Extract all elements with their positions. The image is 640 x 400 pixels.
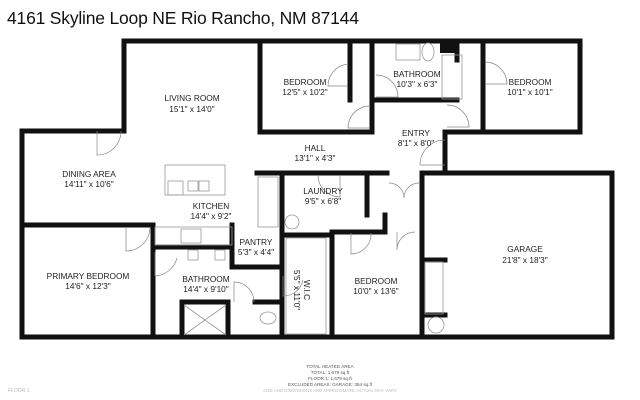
room-bedroom-2: BEDROOM 10'1" x 10'1" [507, 77, 553, 97]
shower-icon [183, 304, 227, 336]
room-size: 9'5" x 6'8" [305, 196, 341, 206]
room-size: 21'8" x 18'3" [502, 255, 548, 265]
room-size: 14'6" x 12'3" [65, 281, 111, 291]
property-address-title: 4161 Skyline Loop NE Rio Rancho, NM 8714… [7, 8, 359, 28]
room-name: PANTRY [240, 237, 273, 247]
fixtures [154, 41, 463, 336]
room-name: KITCHEN [193, 201, 229, 211]
summary-heading: TOTAL HEATED AREA [306, 364, 354, 369]
dishwasher [167, 180, 184, 196]
room-name: W.I.C [302, 280, 312, 300]
room-name: BEDROOM [355, 276, 398, 286]
room-name: LAUNDRY [303, 186, 343, 196]
washer-icon [284, 214, 300, 230]
sink-icon [187, 180, 199, 192]
room-name: BEDROOM [284, 77, 327, 87]
stove-icon [180, 228, 202, 244]
floor-label: FLOOR 1 [8, 388, 30, 394]
room-size: 10'3" x 6'3" [397, 79, 438, 89]
disclaimer: SIZE AND DIMENSIONS ARE APPROXIMATE, ACT… [263, 388, 397, 393]
room-size: 15'1" x 14'0" [169, 104, 215, 114]
vanity-sink-icon [187, 249, 199, 261]
room-size: 13'1" x 4'3" [295, 153, 336, 163]
summary-excluded: EXCLUDED AREAS: GARAGE: 394 sq.ft [288, 382, 373, 387]
room-size: 14'4" x 9'2" [191, 211, 232, 221]
room-size: 14'11" x 10'6" [64, 179, 114, 189]
room-name: GARAGE [507, 244, 543, 254]
room-size: 8'1" x 8'0" [398, 138, 434, 148]
room-name: DINING AREA [62, 169, 116, 179]
room-name: BATHROOM [393, 69, 440, 79]
room-size: 5'5" x 11'0" [292, 270, 302, 310]
room-size: 10'0" x 13'6" [353, 286, 399, 296]
garage-shelf [424, 261, 444, 315]
room-primary-bedroom: PRIMARY BEDROOM 14'6" x 12'3" [47, 271, 130, 291]
closet-shelf [285, 237, 327, 335]
room-living-room: LIVING ROOM 15'1" x 14'0" [164, 93, 219, 114]
room-garage: GARAGE 21'8" x 18'3" [502, 244, 548, 265]
room-size: 12'5" x 10'2" [282, 87, 328, 97]
room-kitchen: KITCHEN 14'4" x 9'2" [191, 201, 232, 221]
doors [96, 61, 508, 303]
room-name: PRIMARY BEDROOM [47, 271, 130, 281]
kitchen-island [164, 164, 226, 196]
toilet-icon [259, 311, 277, 325]
room-name: HALL [305, 143, 326, 153]
bathtub-icon [441, 54, 463, 100]
summary-floor1: FLOOR 1: 1,679 sq.ft [308, 376, 352, 381]
bath-toilet-icon [421, 42, 435, 62]
kitchen-counter [154, 226, 233, 246]
summary-total: TOTAL: 1,679 sq.ft [311, 370, 350, 375]
room-dining-area: DINING AREA 14'11" x 10'6" [62, 169, 116, 189]
room-name: LIVING ROOM [164, 93, 219, 103]
laundry-counter [257, 176, 279, 228]
room-hall: HALL 13'1" x 4'3" [295, 143, 336, 163]
room-name: ENTRY [402, 128, 430, 138]
room-size: 5'3" x 4'4" [238, 247, 274, 257]
room-name: BATHROOM [182, 274, 229, 284]
area-summary: TOTAL HEATED AREA TOTAL: 1,679 sq.ft FLO… [263, 364, 397, 393]
room-bedroom-3: BEDROOM 10'0" x 13'6" [353, 276, 399, 296]
room-wic: W.I.C 5'5" x 11'0" [292, 270, 312, 310]
room-bathroom-2: BATHROOM 14'4" x 9'10" [182, 274, 229, 294]
room-entry: ENTRY 8'1" x 8'0" [398, 128, 434, 148]
walls [19, 38, 615, 340]
room-laundry: LAUNDRY 9'5" x 6'8" [303, 186, 343, 206]
room-size: 10'1" x 10'1" [507, 87, 553, 97]
room-pantry: PANTRY 5'3" x 4'4" [238, 237, 274, 257]
room-bathroom-1: BATHROOM 10'3" x 6'3" [393, 69, 440, 89]
water-heater-icon [427, 316, 445, 334]
bath-sink-icon [395, 43, 421, 61]
room-bedroom-1: BEDROOM 12'5" x 10'2" [282, 77, 328, 97]
room-name: BEDROOM [509, 77, 552, 87]
room-size: 14'4" x 9'10" [183, 284, 229, 294]
